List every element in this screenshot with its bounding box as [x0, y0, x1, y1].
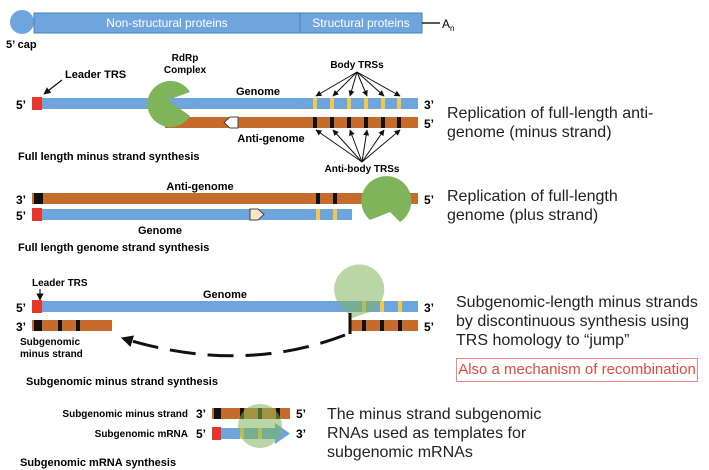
section3-description: Subgenomic-length minus strands by disco… — [456, 294, 698, 349]
end-5-genome-2: 5’ — [16, 209, 26, 223]
section1-description: Replication of full-length anti-genome (… — [447, 105, 654, 141]
leader-trs — [32, 97, 42, 110]
genome-label-3: Genome — [203, 289, 247, 301]
subgenomic-mrna-label: Subgenomic mRNA — [95, 429, 188, 440]
body-trs-marks — [313, 98, 401, 109]
antigenome-strand-2 — [32, 193, 418, 204]
section4-caption: Subgenomic mRNA synthesis — [20, 457, 176, 469]
section4-description: The minus strand subgenomic RNAs used as… — [327, 406, 542, 461]
direction-arrow — [223, 116, 239, 129]
subgenomic-label-2: minus strand — [20, 349, 83, 360]
antibody-trss-label: Anti-body TRSs — [325, 164, 400, 175]
end-5-minus-4: 5’ — [296, 407, 306, 421]
cap-label: 5’ cap — [6, 39, 37, 51]
leader-trs-2 — [32, 208, 42, 221]
polyA-label: An — [442, 17, 454, 33]
leader-trs-3 — [32, 300, 42, 313]
end-3-antigenome-2: 3’ — [16, 193, 26, 207]
antibody-trs-arrows — [315, 129, 401, 163]
leader-trs-label: Leader TRS — [65, 69, 126, 81]
section-genome-synthesis: Anti-genome 3’ 5’ 5’ Genome Full length … — [16, 176, 434, 254]
end-3-genome-3: 3’ — [424, 301, 434, 315]
rdrp-complex-3 — [334, 264, 385, 318]
subgenomic-minus-label: Subgenomic minus strand — [62, 409, 188, 420]
end-5-antigenome-2: 5’ — [424, 193, 434, 207]
rdrp-label-2: Complex — [164, 65, 207, 76]
rdrp-label-1: RdRp — [172, 53, 199, 64]
end-3-subgenomic-3: 3’ — [16, 320, 26, 334]
genome-strand — [32, 98, 418, 109]
end-3-genome: 3’ — [424, 98, 434, 112]
section2-caption: Full length genome strand synthesis — [18, 242, 209, 254]
antigenome-label: Anti-genome — [237, 133, 304, 145]
antigenome-label-2: Anti-genome — [166, 181, 233, 193]
section2-description: Replication of full-length genome (plus … — [447, 188, 618, 224]
genome-strand-3 — [32, 301, 418, 312]
antigenome-strand — [165, 117, 418, 128]
genome-label: Genome — [236, 86, 280, 98]
end-3-mrna-4: 3’ — [296, 427, 306, 441]
body-trs-arrows — [315, 71, 401, 97]
genome-label-2: Genome — [138, 225, 182, 237]
end-5-genome: 5’ — [16, 98, 26, 112]
section3-caption: Subgenomic minus strand synthesis — [26, 376, 218, 388]
rdrp-complex-4 — [238, 404, 282, 448]
rdrp-complex-2 — [361, 176, 412, 222]
genome-map: 5’ cap Non-structural proteins Structura… — [6, 10, 454, 51]
cap-circle — [10, 10, 34, 34]
end-5-mrna-4: 5’ — [196, 427, 206, 441]
structural-label: Structural proteins — [312, 16, 409, 30]
direction-arrow-2 — [249, 208, 265, 221]
recombination-note: Also a mechanism of recombination — [456, 358, 698, 382]
body-trss-label: Body TRSs — [330, 60, 384, 71]
antileader-mark-2 — [34, 193, 43, 204]
nonstructural-label: Non-structural proteins — [106, 16, 227, 30]
genome-strand-2 — [32, 209, 352, 220]
rdrp-complex — [147, 81, 190, 127]
subgenomic-minus-left — [32, 320, 112, 331]
subgenomic-label-1: Subgenomic — [20, 337, 80, 348]
end-3-minus-4: 3’ — [196, 407, 206, 421]
end-5-subgenomic-3: 5’ — [424, 320, 434, 334]
section1-caption: Full length minus strand synthesis — [18, 151, 200, 163]
end-5-genome-3: 5’ — [16, 301, 26, 315]
antibody-trs-marks — [313, 117, 401, 128]
jump-arrow — [120, 333, 346, 358]
end-5-antigenome: 5’ — [424, 117, 434, 131]
section-subgenomic-minus: Leader TRS Genome 5’ 3’ 3’ 5’ Subgenomic… — [16, 264, 434, 388]
leader-trs-label-3: Leader TRS — [32, 278, 88, 289]
section-minus-strand-synthesis: Leader TRS RdRp Complex Body TRSs 5’ Gen… — [16, 53, 434, 175]
section-subgenomic-mrna: Subgenomic minus strand 3’ 5’ Subgenomic… — [20, 404, 306, 469]
